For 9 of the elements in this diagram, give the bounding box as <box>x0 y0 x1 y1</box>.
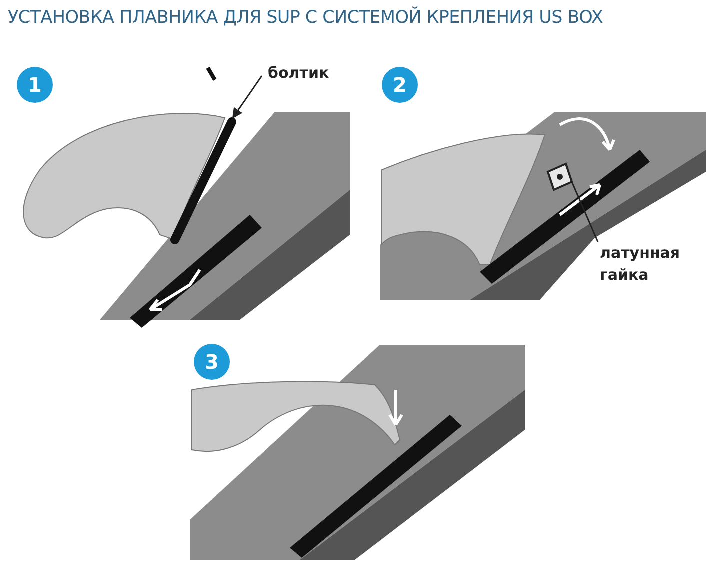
step-number: 2 <box>382 67 418 103</box>
nut <box>546 162 574 192</box>
step-number: 1 <box>17 67 53 103</box>
leader-line <box>232 76 263 119</box>
callout-label: болтик <box>268 62 330 84</box>
step-number: 3 <box>194 344 230 380</box>
bolt <box>170 67 236 244</box>
callout-label: латунная гайка <box>600 242 700 286</box>
title: УСТАНОВКА ПЛАВНИКА ДЛЯ SUP С СИСТЕМОЙ КРЕПЛЕНИЯ US BOX <box>8 8 604 28</box>
